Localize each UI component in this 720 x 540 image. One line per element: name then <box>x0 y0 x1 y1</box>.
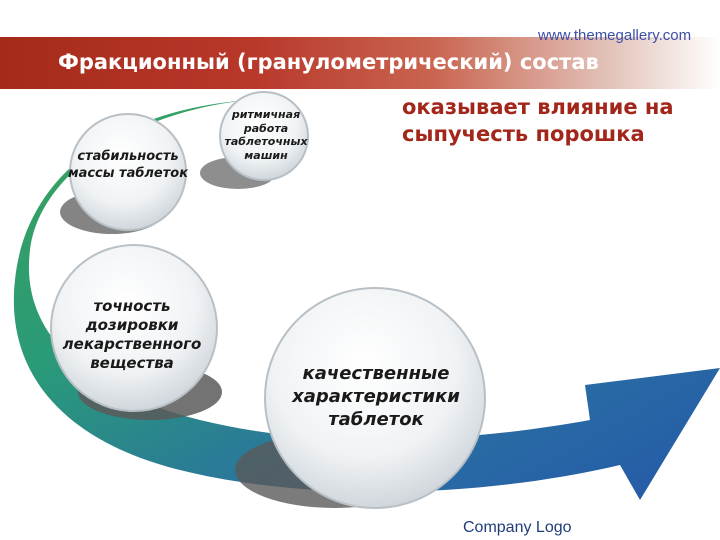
circle-rhythmic-work <box>219 91 309 181</box>
circle-label-rhythmic-work: ритмичная работа таблеточных машин <box>224 108 308 162</box>
circle-quality <box>264 287 486 509</box>
website-url: www.themegallery.com <box>538 27 692 44</box>
slide-title: Фракционный (гранулометрический) состав <box>58 50 599 74</box>
influence-statement: оказывает влияние на сыпучесть порошка <box>402 95 674 146</box>
circle-dosing-accuracy <box>50 244 218 412</box>
circle-label-quality: качественные характеристики таблеток <box>292 363 460 430</box>
circle-label-dosing-accuracy: точность дозировки лекарственного вещест… <box>62 297 202 372</box>
company-logo: Company Logo <box>463 519 572 536</box>
arrow-swoosh <box>13 100 720 500</box>
title-bar <box>0 37 720 89</box>
circle-label-mass-stability: стабильность массы таблеток <box>67 149 189 181</box>
circle-mass-stability <box>69 113 187 231</box>
